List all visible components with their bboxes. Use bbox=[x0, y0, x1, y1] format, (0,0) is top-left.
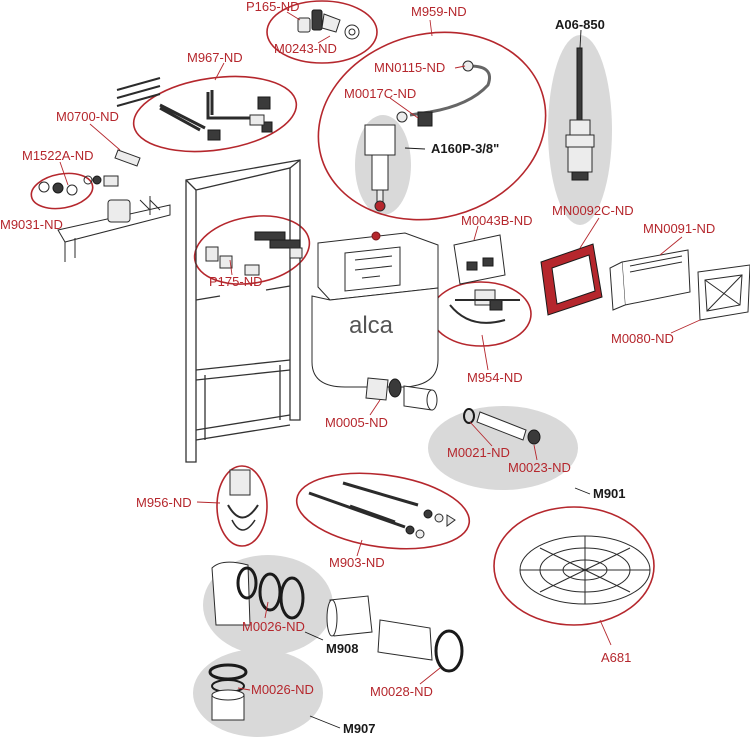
m954-mechanism bbox=[449, 289, 520, 324]
m907-trap bbox=[208, 663, 248, 721]
label-m0026b: M0026-ND bbox=[251, 682, 314, 697]
p165-parts bbox=[297, 9, 360, 40]
label-m959: M959-ND bbox=[411, 4, 467, 19]
ring-m967 bbox=[132, 75, 298, 153]
m0080-mesh bbox=[697, 264, 750, 321]
left-fittings bbox=[38, 149, 171, 262]
label-m0080: M0080-ND bbox=[611, 331, 674, 346]
label-m0700: M0700-ND bbox=[56, 109, 119, 124]
label-m0028: M0028-ND bbox=[370, 684, 433, 699]
label-mn0091: MN0091-ND bbox=[643, 221, 715, 236]
m903-rods bbox=[308, 481, 456, 539]
label-a06: A06-850 bbox=[555, 17, 605, 32]
m901-parts bbox=[463, 408, 541, 445]
label-mn0092c: MN0092C-ND bbox=[552, 203, 634, 218]
label-m967: M967-ND bbox=[187, 50, 243, 65]
mn0092c-frame bbox=[540, 243, 603, 316]
label-m903: M903-ND bbox=[329, 555, 385, 570]
label-mn0115: MN0115-ND bbox=[374, 60, 445, 75]
label-m0243: M0243-ND bbox=[274, 41, 337, 56]
ring-m956 bbox=[216, 465, 268, 547]
label-m0005: M0005-ND bbox=[325, 415, 388, 430]
label-m908: M908 bbox=[326, 641, 359, 656]
label-a160p: A160P-3/8" bbox=[431, 141, 499, 156]
ring-p165 bbox=[266, 0, 378, 64]
m0043b-plate bbox=[453, 234, 506, 285]
label-m907: M907 bbox=[343, 721, 376, 736]
mounting-frame bbox=[185, 159, 301, 463]
brand-logo-text: alca bbox=[349, 312, 394, 339]
m908-elbow bbox=[211, 561, 305, 626]
label-m954: M954-ND bbox=[467, 370, 523, 385]
label-m0023: M0023-ND bbox=[508, 460, 571, 475]
ring-m9031 bbox=[30, 172, 94, 210]
ring-p175 bbox=[193, 215, 311, 285]
cistern-tank bbox=[311, 231, 439, 388]
m959-parts bbox=[364, 60, 491, 212]
label-a681: A681 bbox=[601, 650, 631, 665]
label-p175: P175-ND bbox=[209, 274, 262, 289]
label-m0021: M0021-ND bbox=[447, 445, 510, 460]
zone-m901 bbox=[428, 406, 578, 490]
m967-brackets bbox=[116, 77, 273, 141]
label-m1522a: M1522A-ND bbox=[22, 148, 94, 163]
m0005-elbow bbox=[365, 377, 438, 411]
label-m0026a: M0026-ND bbox=[242, 619, 305, 634]
a681-grate bbox=[519, 535, 651, 605]
ring-m959 bbox=[317, 31, 547, 221]
p175-clips bbox=[205, 231, 303, 276]
ring-m903 bbox=[295, 472, 471, 550]
label-m0043b: M0043B-ND bbox=[461, 213, 533, 228]
leader-lines bbox=[59, 11, 701, 729]
label-m901: M901 bbox=[593, 486, 626, 501]
label-p165: P165-ND bbox=[246, 0, 299, 14]
a06-flush-valve bbox=[565, 47, 595, 181]
label-m9031: M9031-ND bbox=[0, 217, 63, 232]
mn0091-box bbox=[609, 249, 691, 311]
label-m0017c: M0017C-ND bbox=[344, 86, 416, 101]
m0028-pipes bbox=[326, 595, 464, 673]
label-m956: M956-ND bbox=[136, 495, 192, 510]
m956-clamp bbox=[227, 469, 259, 531]
ring-a681 bbox=[493, 506, 655, 626]
